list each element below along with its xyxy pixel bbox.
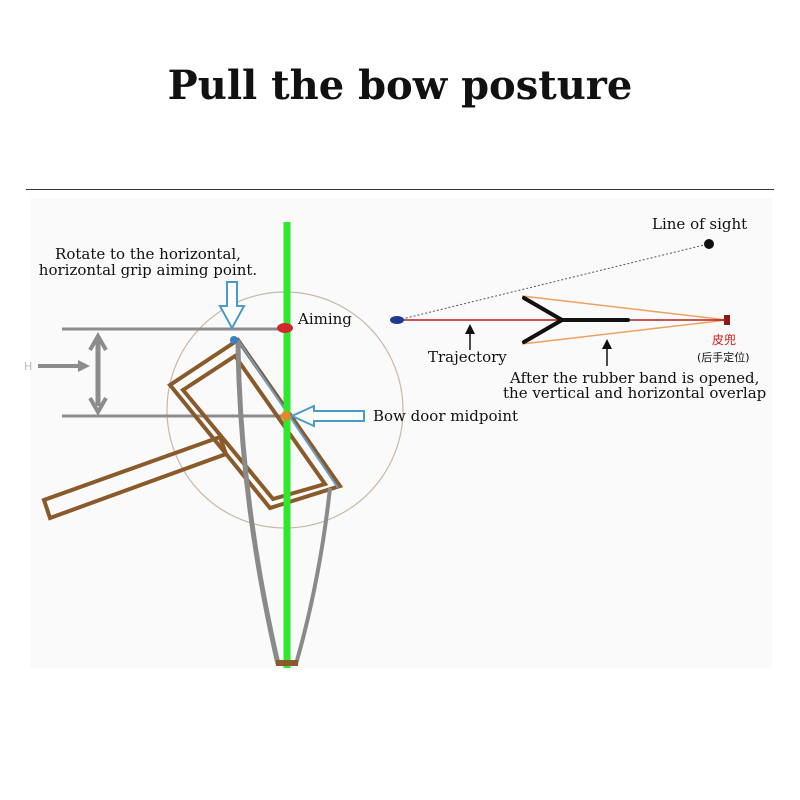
bow-door-label: Bow door midpoint: [373, 407, 518, 425]
rubber-band-label-line1: After the rubber band is opened,: [509, 369, 759, 387]
side-pointer-arrow-head: [78, 360, 90, 372]
height-arrow-top-head: [88, 331, 108, 351]
pouch-bottom: [276, 660, 298, 666]
line-of-sight-label: Line of sight: [652, 215, 747, 233]
fork-lower-arm: [522, 318, 564, 344]
rotate-label-line2: horizontal grip aiming point.: [39, 261, 257, 279]
rubber-band-pointer-head: [602, 339, 612, 349]
aiming-label: Aiming: [297, 310, 352, 328]
rotate-label-line1: Rotate to the horizontal,: [55, 245, 241, 263]
pouch-marker: [724, 315, 730, 325]
rubber-band-right: [294, 487, 332, 665]
start-marker: [390, 316, 404, 324]
aim-down-arrow: [218, 281, 246, 331]
aiming-marker: [277, 323, 293, 333]
pouch-label: 皮兜: [712, 332, 736, 347]
page-title: Pull the bow posture: [167, 62, 633, 109]
rubber-band-left: [235, 341, 281, 665]
line-of-sight: [397, 243, 709, 321]
trajectory-pointer-head: [465, 324, 475, 334]
midpoint-left-arrow: [289, 404, 365, 428]
sight-point: [704, 239, 714, 249]
pouch-sub-label: (后手定位): [697, 350, 750, 364]
side-mark: H: [24, 360, 32, 373]
slingshot-frame: [167, 337, 344, 511]
grip-marker: [230, 336, 238, 344]
height-arrow-bottom-head: [88, 397, 108, 417]
title-divider: [26, 189, 774, 190]
bow-door-marker: [281, 411, 291, 421]
rubber-band-label-line2: the vertical and horizontal overlap: [503, 384, 766, 402]
trajectory-label: Trajectory: [428, 348, 507, 366]
fork-upper-arm: [522, 296, 564, 322]
